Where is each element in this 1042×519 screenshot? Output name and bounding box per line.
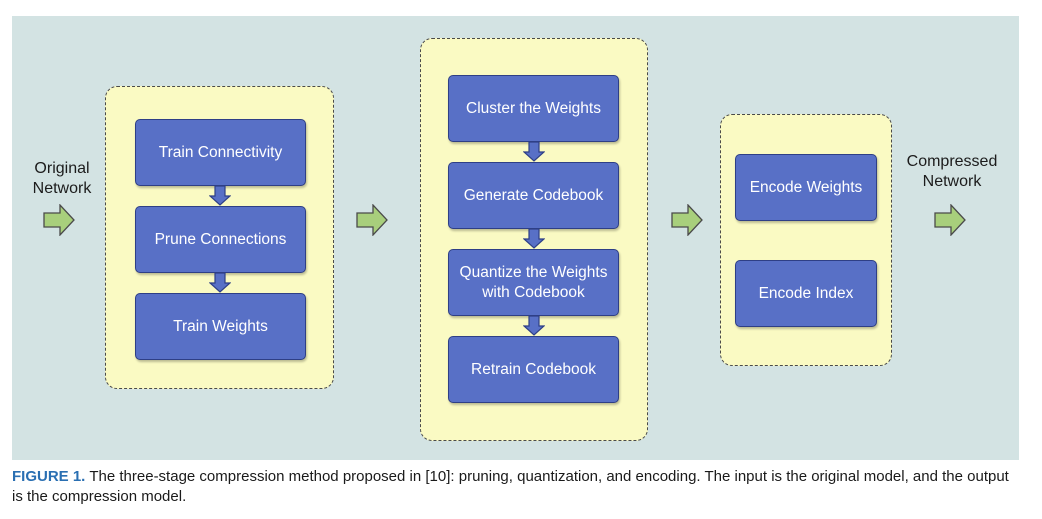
caption-text: The three-stage compression method propo…	[12, 468, 1009, 505]
step-retrain-codebook: Retrain Codebook	[448, 336, 619, 403]
figure-label: FIGURE 1.	[12, 468, 86, 485]
figure-caption: FIGURE 1.The three-stage compression met…	[12, 467, 1022, 507]
step-quantize-weights: Quantize the Weights with Codebook	[448, 249, 619, 316]
stage1-to-stage2-arrow-icon	[356, 204, 388, 236]
step-cluster-weights: Cluster the Weights	[448, 75, 619, 142]
input-arrow-icon	[43, 204, 75, 236]
output-label: Compressed Network	[906, 153, 998, 190]
stage-encoding: Encode Weights Encode Index	[720, 114, 892, 366]
step-generate-codebook: Generate Codebook	[448, 162, 619, 229]
step-arrow-icon	[523, 316, 545, 336]
step-arrow-icon	[523, 229, 545, 249]
output-arrow-icon	[934, 204, 966, 236]
input-label: Original Network	[32, 160, 92, 197]
step-encode-index: Encode Index	[735, 260, 877, 327]
step-arrow-icon	[523, 142, 545, 162]
step-arrow-icon	[209, 186, 231, 206]
stage-quantization: Cluster the Weights Generate Codebook Qu…	[420, 38, 648, 441]
diagram-canvas: Original Network Train Connectivity Prun…	[12, 16, 1019, 460]
step-train-weights: Train Weights	[135, 293, 306, 360]
stage-pruning: Train Connectivity Prune Connections Tra…	[105, 86, 334, 389]
step-train-connectivity: Train Connectivity	[135, 119, 306, 186]
step-arrow-icon	[209, 273, 231, 293]
step-encode-weights: Encode Weights	[735, 154, 877, 221]
stage2-to-stage3-arrow-icon	[671, 204, 703, 236]
step-prune-connections: Prune Connections	[135, 206, 306, 273]
